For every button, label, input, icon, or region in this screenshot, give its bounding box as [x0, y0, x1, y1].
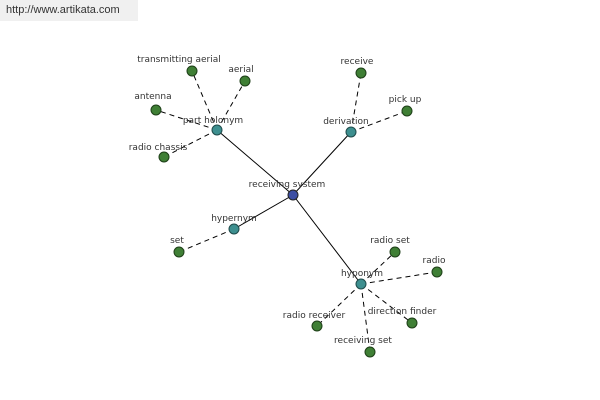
label-antenna: antenna — [134, 92, 171, 102]
node-receiving-set[interactable] — [364, 346, 376, 358]
label-radio-chassis: radio chassis — [129, 143, 188, 153]
label-direction-finder: direction finder — [368, 307, 437, 317]
nodes — [150, 65, 443, 358]
node-radio-set[interactable] — [389, 246, 401, 258]
solid-edges — [216, 129, 362, 285]
label-radio-receiver: radio receiver — [283, 311, 346, 321]
edge-part-holonym-aerial — [216, 80, 246, 131]
edge-derivation-receive — [350, 72, 362, 133]
node-derivation[interactable] — [345, 126, 357, 138]
label-radio: radio — [423, 256, 446, 266]
node-radio[interactable] — [431, 266, 443, 278]
node-hyponym[interactable] — [355, 278, 367, 290]
node-radio-receiver[interactable] — [311, 320, 323, 332]
edge-center-hyponym — [292, 194, 362, 285]
label-set: set — [170, 236, 184, 246]
node-aerial[interactable] — [239, 75, 251, 87]
edge-derivation-pick-up — [350, 110, 408, 133]
node-direction-finder[interactable] — [406, 317, 418, 329]
label-receiving-system: receiving system — [249, 180, 326, 190]
edge-hypernym-set — [178, 228, 235, 253]
label-hyponym: hyponym — [341, 269, 383, 279]
label-pick-up: pick up — [389, 95, 422, 105]
edge-part-holonym-transmitting-aerial — [191, 70, 218, 131]
label-aerial: aerial — [228, 65, 253, 75]
edge-part-holonym-radio-chassis — [163, 129, 218, 158]
node-receive[interactable] — [355, 67, 367, 79]
label-part-holonym: part holonym — [183, 116, 243, 126]
node-hypernym[interactable] — [228, 223, 240, 235]
edge-hyponym-direction-finder — [360, 283, 413, 324]
edge-center-hypernym — [233, 194, 294, 230]
edge-hyponym-radio — [360, 271, 438, 285]
edge-center-derivation — [292, 131, 352, 196]
labels: receiving system part holonym derivation… — [129, 55, 446, 346]
node-part-holonym[interactable] — [211, 124, 223, 136]
node-set[interactable] — [173, 246, 185, 258]
edge-part-holonym-antenna — [155, 109, 218, 131]
label-receive: receive — [341, 57, 374, 67]
edge-hyponym-receiving-set — [360, 283, 371, 353]
node-pick-up[interactable] — [401, 105, 413, 117]
edge-hyponym-radio-set — [360, 251, 396, 285]
label-transmitting-aerial: transmitting aerial — [137, 55, 221, 65]
watermark: http://www.artikata.com — [0, 0, 138, 21]
edge-center-part-holonym — [216, 129, 294, 196]
dashed-edges — [155, 70, 438, 353]
node-transmitting-aerial[interactable] — [186, 65, 198, 77]
node-receiving-system[interactable] — [287, 189, 299, 201]
label-receiving-set: receiving set — [334, 336, 392, 346]
label-derivation: derivation — [323, 117, 369, 127]
node-antenna[interactable] — [150, 104, 162, 116]
label-hypernym: hypernym — [211, 214, 257, 224]
node-radio-chassis[interactable] — [158, 151, 170, 163]
edge-hyponym-radio-receiver — [316, 283, 362, 327]
label-radio-set: radio set — [370, 236, 410, 246]
